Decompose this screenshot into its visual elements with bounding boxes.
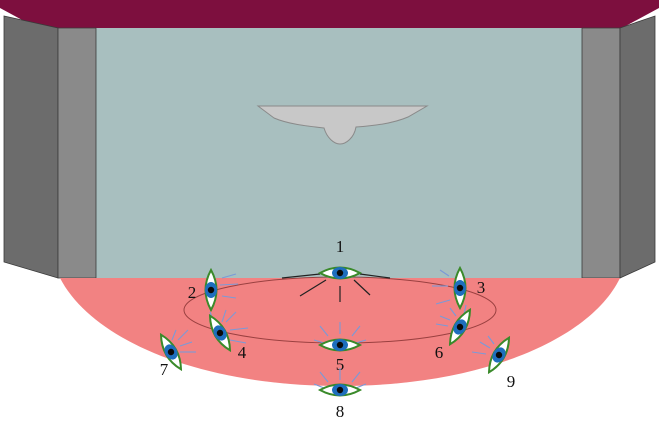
sight-ray [313,383,325,389]
sight-ray [479,341,491,349]
viewpoint-label: 8 [336,402,345,421]
viewpoint-label: 3 [477,278,486,297]
sight-ray [439,269,450,277]
right-wall-inner [581,27,621,279]
viewpoint-5: 5 [313,322,367,374]
sight-ray [229,339,247,344]
sight-ray [179,341,193,347]
viewpoint-3: 3 [432,265,486,311]
viewpoint-label: 5 [336,355,345,374]
eye-icon [208,313,232,353]
sight-ray [229,327,249,331]
viewpoint-label: 2 [188,283,197,302]
ceiling-fixture [256,105,429,145]
sight-ray [313,339,325,344]
eye-icon [487,335,511,375]
sight-ray [351,371,361,383]
eye-icon [159,332,183,372]
sight-ray [319,325,329,337]
sight-ray [319,371,329,383]
viewpoint-8: 8 [313,368,367,421]
left-wall-outer [3,15,59,279]
sight-ray [435,299,451,305]
sight-ray [439,315,451,321]
viewpoint-label: 4 [238,343,247,362]
viewpoint-label: 7 [160,360,169,379]
ceiling [0,0,659,28]
viewpoint-9: 9 [471,335,516,391]
viewpoint-1: 1 [317,237,363,280]
viewpoint-4: 4 [208,309,249,362]
sight-lines [281,273,391,302]
sight-ray [435,323,449,327]
sight-ray [221,309,227,323]
viewpoints-layer: 1 2 3 4 5 6 7 8 9 [159,237,516,421]
viewpoint-7: 7 [159,329,196,379]
sight-ray [355,339,367,344]
sight-ray [171,329,177,341]
back-wall [96,28,582,278]
eye-icon [317,338,363,352]
sight-ray [487,335,495,345]
sight-ray [449,307,457,317]
eye-icon [448,307,472,347]
sight-ray [221,273,237,279]
sight-ray [219,283,239,286]
sight-ray [177,329,189,341]
eye-icon [204,267,218,313]
left-wall-inner [57,27,97,279]
eye-icon [453,265,467,311]
sight-ray [355,383,367,389]
sight-ray [225,311,237,323]
sight-ray [471,351,487,355]
eye-icon [317,266,363,280]
viewpoint-label: 9 [507,372,516,391]
sight-ray [221,295,237,299]
viewpoint-6: 6 [435,304,472,362]
right-wall-outer [619,15,656,279]
viewpoint-2: 2 [188,267,239,313]
eye-icon [317,383,363,397]
viewpoint-label: 1 [336,237,345,256]
sight-ray [351,325,361,337]
viewpoint-label: 6 [435,343,444,362]
